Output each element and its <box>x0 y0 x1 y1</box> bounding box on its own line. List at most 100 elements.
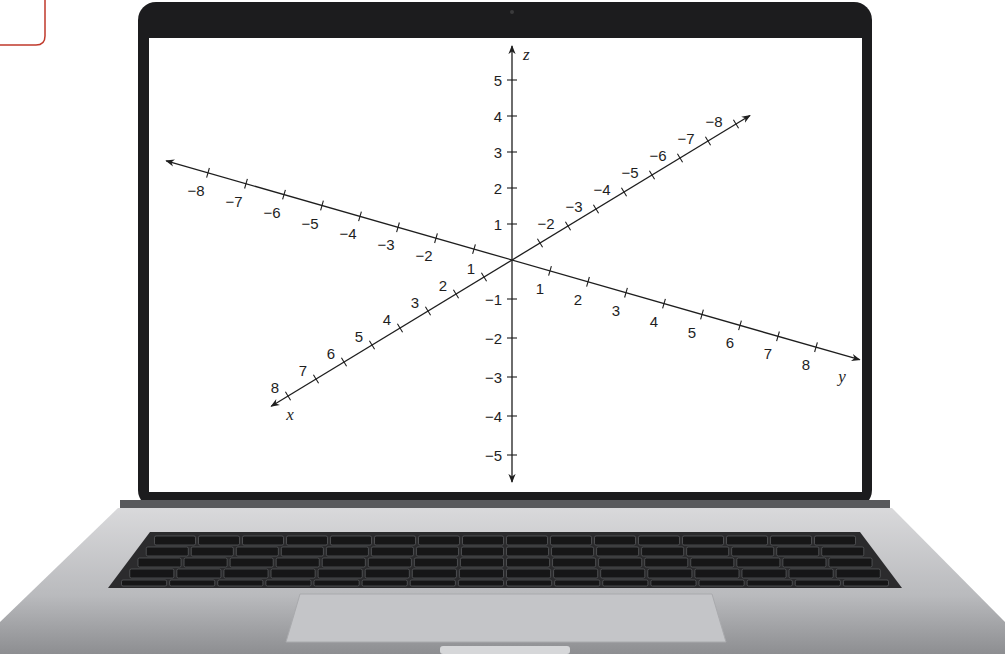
tick-mark <box>815 342 818 352</box>
key <box>410 580 455 586</box>
key <box>218 580 263 586</box>
tick-mark <box>341 358 346 367</box>
tick-label: 1 <box>493 217 503 232</box>
axis-name: z <box>522 46 531 63</box>
tick-mark <box>549 266 552 276</box>
key <box>412 569 456 578</box>
key <box>460 558 503 567</box>
tick-label: −3 <box>484 370 503 385</box>
tick-label: 7 <box>298 363 308 378</box>
tick-label: −7 <box>224 193 243 208</box>
key <box>177 569 221 578</box>
tick-mark <box>507 454 517 455</box>
key <box>595 536 636 545</box>
key <box>199 536 240 545</box>
key <box>170 580 215 586</box>
tick-label: −7 <box>676 131 695 146</box>
key <box>138 558 181 567</box>
key <box>414 558 457 567</box>
tick-label: 6 <box>725 335 735 350</box>
key <box>822 547 864 556</box>
key <box>507 547 549 556</box>
tick-label: −6 <box>262 204 281 219</box>
key <box>651 580 696 586</box>
key <box>836 569 880 578</box>
key <box>795 580 840 586</box>
key <box>191 547 233 556</box>
tick-label: 3 <box>611 302 621 317</box>
key <box>243 536 284 545</box>
axis-line <box>166 161 860 360</box>
tick-mark <box>435 233 438 243</box>
key <box>747 580 792 586</box>
tick-mark <box>507 187 517 188</box>
tick-mark <box>507 337 517 338</box>
tick-mark <box>245 179 248 189</box>
tick-mark <box>733 120 738 129</box>
key <box>699 580 744 586</box>
key <box>271 569 315 578</box>
axis-line <box>511 46 512 482</box>
key <box>362 580 407 586</box>
key <box>737 558 780 567</box>
tick-label: −3 <box>564 199 583 214</box>
key <box>230 558 273 567</box>
tick-label: 6 <box>326 346 336 361</box>
tick-mark <box>625 288 628 298</box>
tick-mark <box>321 201 324 211</box>
key <box>691 558 734 567</box>
key <box>645 558 688 567</box>
key <box>603 580 648 586</box>
key <box>365 569 409 578</box>
key <box>777 547 819 556</box>
key <box>783 558 826 567</box>
tick-mark <box>481 273 486 282</box>
tick-label: 3 <box>410 295 420 310</box>
key <box>322 558 365 567</box>
corner-bracket <box>0 0 45 45</box>
tick-label: −5 <box>484 448 503 463</box>
tick-label: 4 <box>649 313 659 328</box>
tick-mark <box>507 151 517 152</box>
tick-label: 4 <box>493 109 503 124</box>
key <box>732 547 774 556</box>
axis-name: y <box>837 368 847 385</box>
key <box>507 536 548 545</box>
tick-label: −5 <box>620 165 639 180</box>
key <box>599 558 642 567</box>
screen-bezel <box>138 2 872 508</box>
key <box>639 536 680 545</box>
tick-label: 5 <box>354 329 364 344</box>
key <box>155 536 196 545</box>
key <box>742 569 786 578</box>
tick-label: −1 <box>484 292 503 307</box>
key <box>771 536 812 545</box>
key <box>122 580 167 586</box>
key <box>375 536 416 545</box>
tick-mark <box>701 310 704 320</box>
key <box>843 580 888 586</box>
tick-mark <box>507 115 517 116</box>
tick-mark <box>507 415 517 416</box>
axis-name: x <box>285 406 295 423</box>
laptop-base <box>0 508 1005 654</box>
key <box>236 547 278 556</box>
tick-label: −4 <box>338 226 357 241</box>
tick-mark <box>425 307 430 316</box>
key <box>314 580 359 586</box>
key <box>276 558 319 567</box>
key <box>683 536 724 545</box>
tick-label: 2 <box>438 278 448 293</box>
tick-mark <box>453 290 458 299</box>
tick-label: −6 <box>648 148 667 163</box>
tick-mark <box>677 154 682 163</box>
key <box>130 569 174 578</box>
key <box>266 580 311 586</box>
tick-label: −5 <box>300 215 319 230</box>
tick-label: 1 <box>535 280 545 295</box>
key <box>552 547 594 556</box>
key <box>326 547 368 556</box>
tick-mark <box>593 205 598 214</box>
tick-mark <box>507 79 517 80</box>
